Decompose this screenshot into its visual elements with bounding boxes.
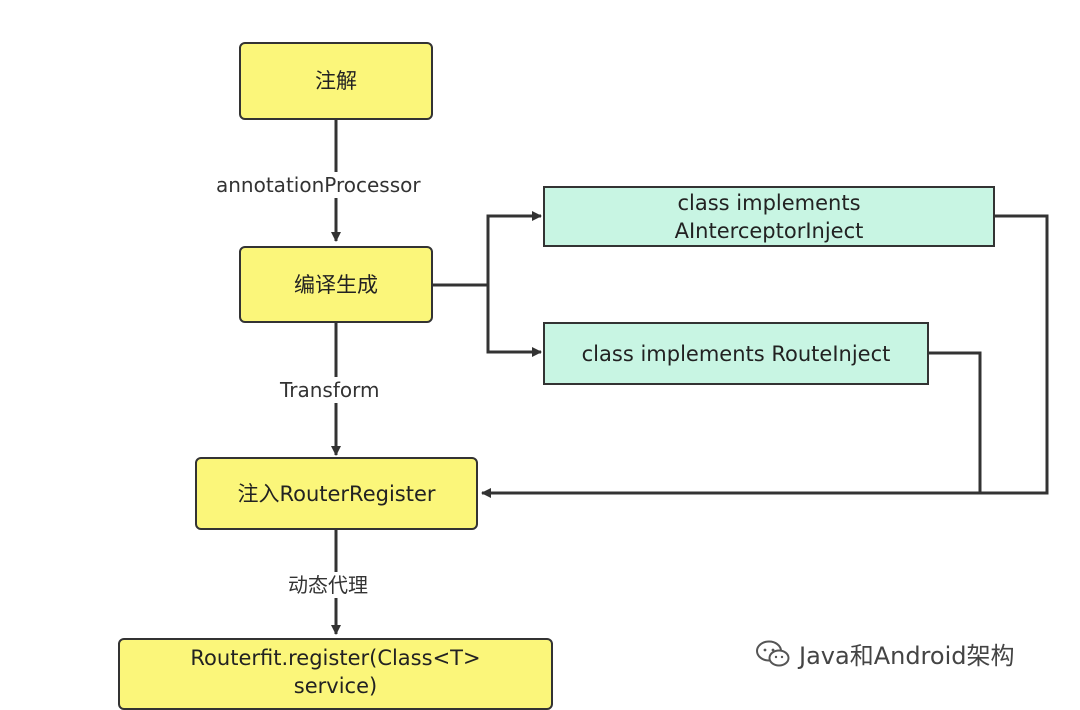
node-route-inject: class implements RouteInject [543,322,929,385]
node-inject-router-register: 注入RouterRegister [195,457,478,530]
node-routerfit-register: Routerfit.register(Class<T> service) [118,638,553,710]
node-interceptor-inject: class implements AInterceptorInject [543,186,995,247]
node-routerfit-register-line1: Routerfit.register(Class<T> [190,646,481,670]
watermark: Java和Android架构 [755,636,1014,671]
edge-compile-to-routeinject [486,285,542,357]
edge-label-annotation-processor: annotationProcessor [214,172,423,198]
node-annotation-label: 注解 [315,69,357,93]
node-inject-router-register-label: 注入RouterRegister [237,481,436,506]
node-interceptor-inject-line1: class implements [677,190,861,215]
wechat-icon [756,640,790,666]
node-interceptor-inject-line2: AInterceptorInject [674,218,864,243]
edge-routeinject-to-register [929,351,982,493]
node-compile-generate-label: 编译生成 [294,272,378,297]
edge-label-dynamic-proxy: 动态代理 [286,572,370,598]
edge-interceptor-to-register [481,214,1049,498]
node-annotation: 注解 [239,42,433,120]
watermark-text: Java和Android架构 [799,642,1015,670]
node-routerfit-register-line2: service) [293,674,378,698]
node-route-inject-label: class implements RouteInject [581,341,891,366]
edge-compile-to-interceptor [432,211,542,287]
edge-label-transform: Transform [278,377,382,403]
node-compile-generate: 编译生成 [239,246,433,323]
